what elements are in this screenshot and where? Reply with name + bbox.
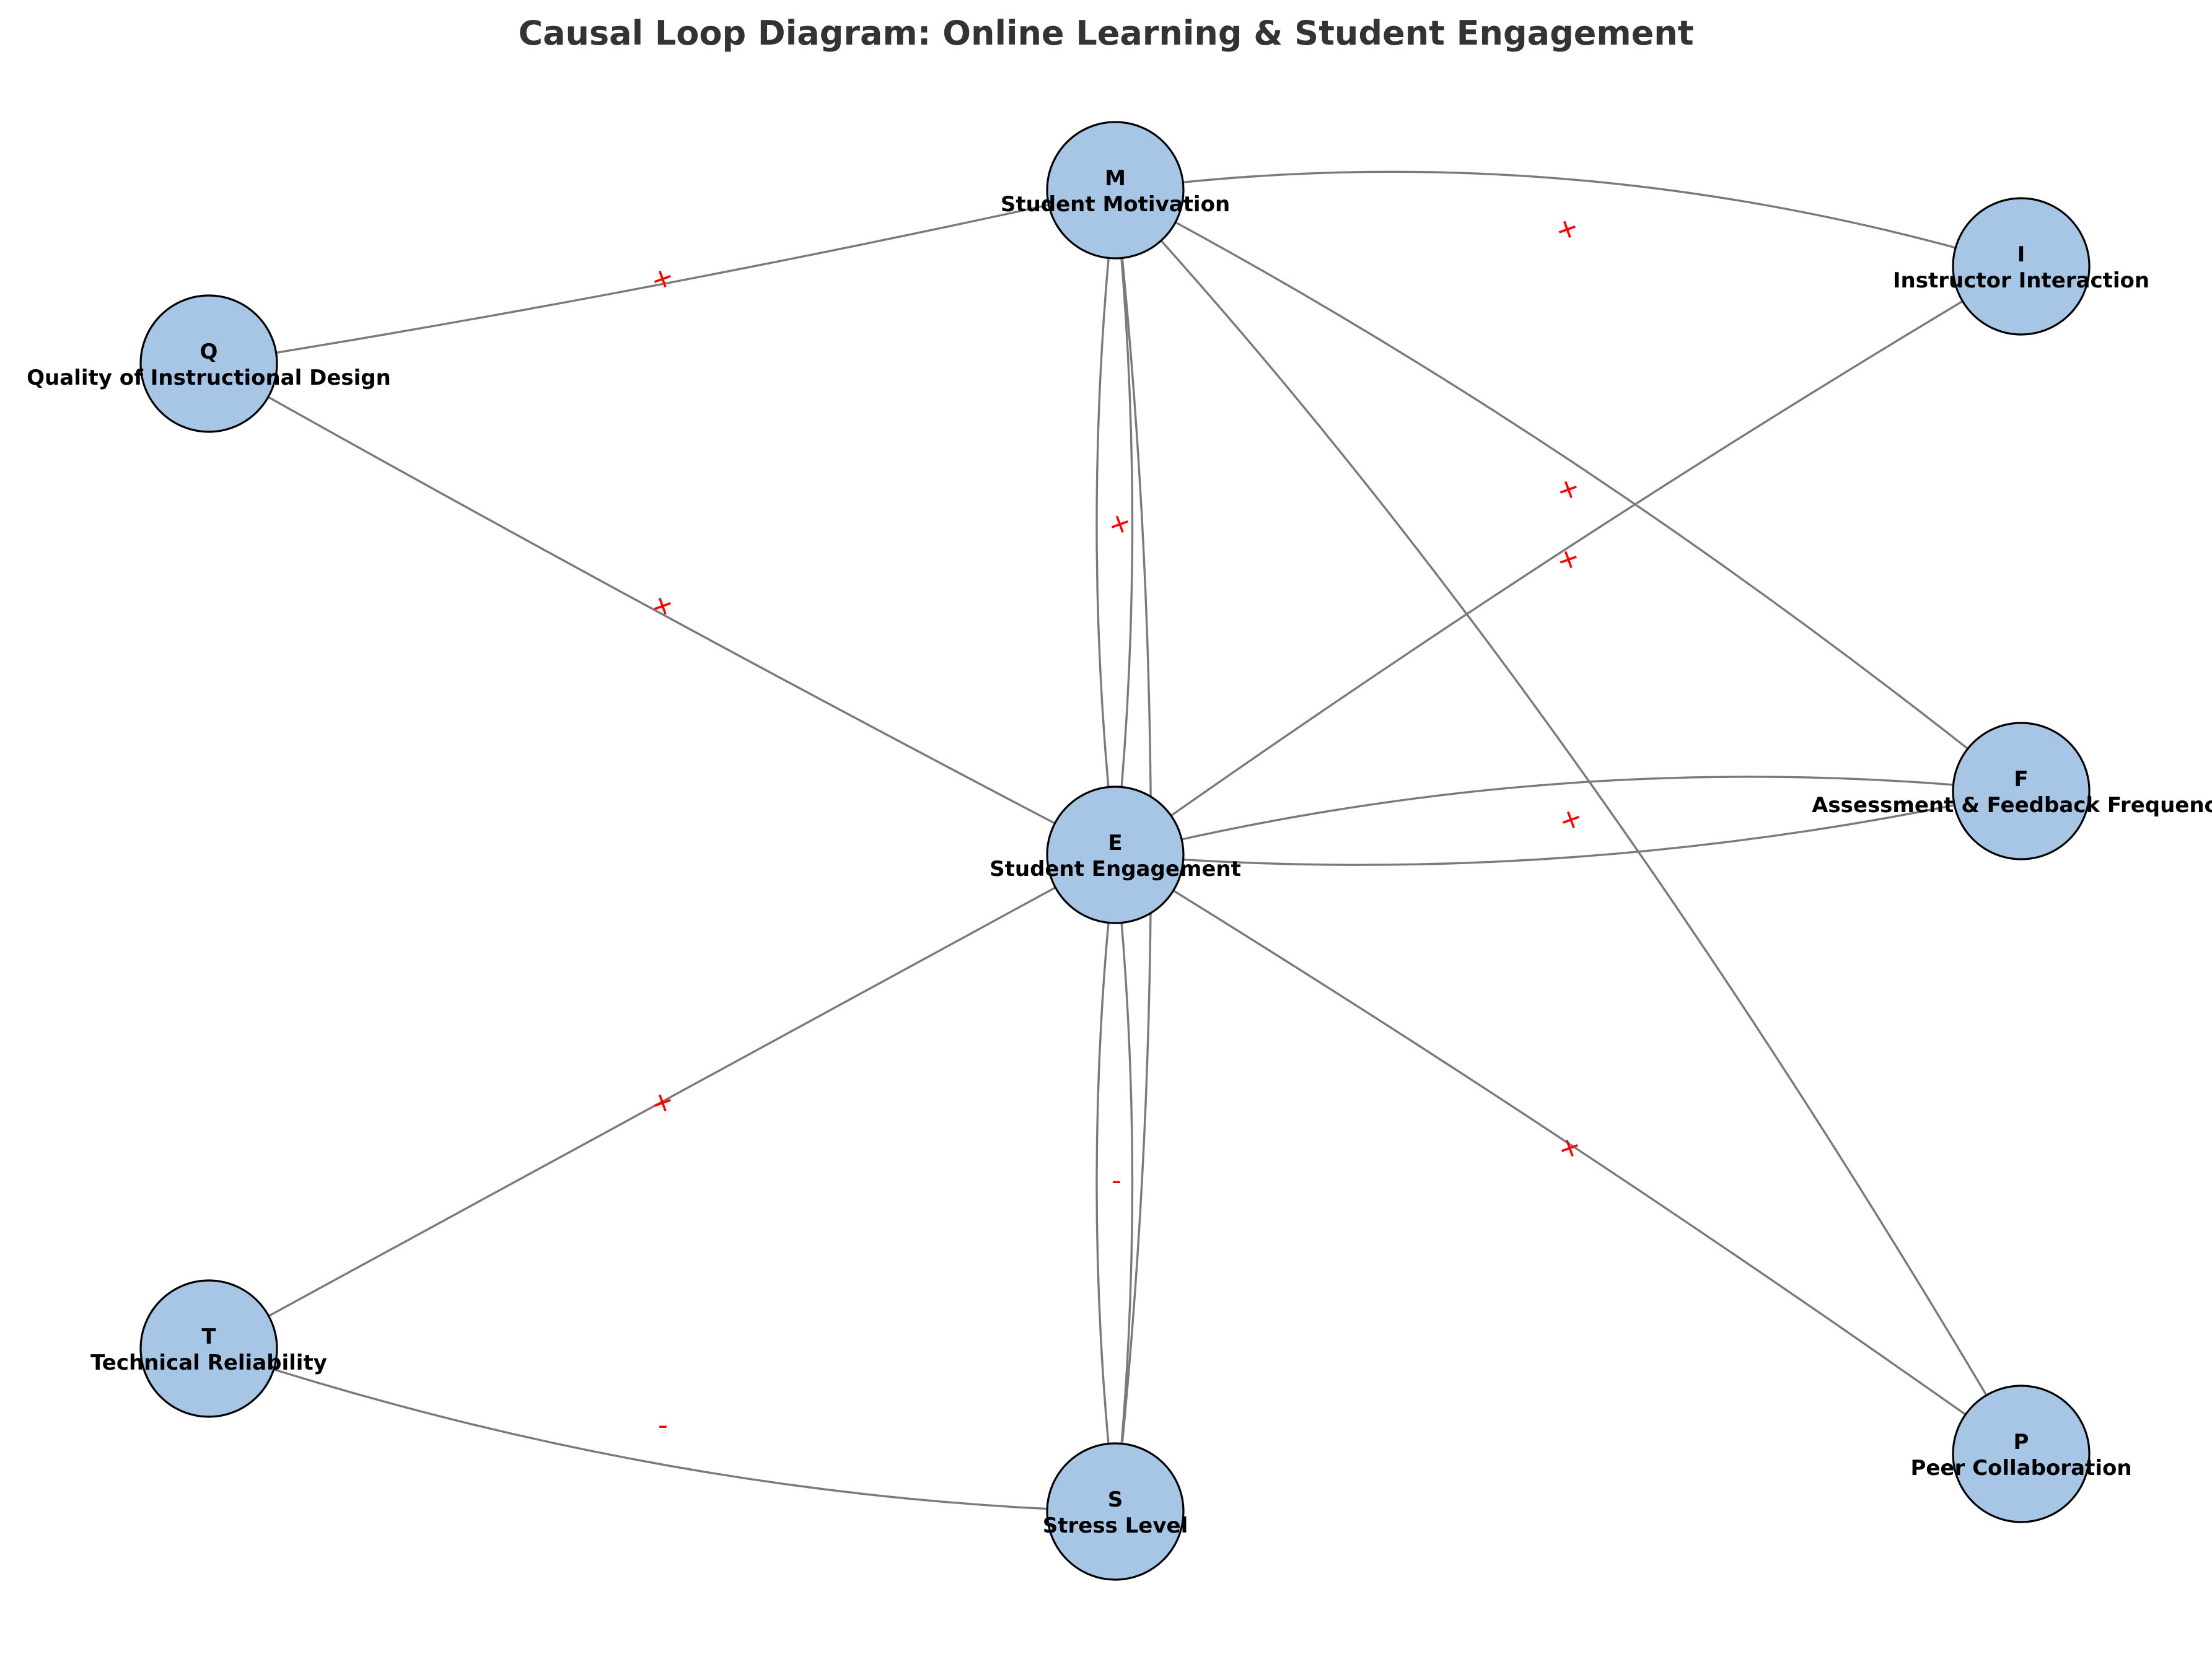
edge-f-to-e (1115, 790, 2022, 866)
node-id-label: M (1105, 166, 1126, 191)
polarity-positive: + (1553, 1129, 1586, 1166)
edge-m-to-i (1115, 170, 2022, 268)
polarity-positive: + (1555, 800, 1587, 838)
node-circle (1952, 197, 2091, 336)
polarity-positive: + (646, 260, 678, 297)
edge-e-to-p (1115, 854, 2022, 1455)
node-id-label: I (2017, 242, 2025, 267)
node-circle (139, 294, 278, 433)
node-name-label: Stress Level (1043, 1513, 1188, 1538)
polarity-negative: - (658, 1409, 668, 1441)
node-id-label: S (1108, 1487, 1123, 1512)
edge-e-to-m (1114, 190, 1134, 855)
edge-e-to-s (1095, 854, 1117, 1512)
node-id-label: P (2014, 1430, 2029, 1455)
edge-e-to-f (1115, 776, 2022, 856)
edge-m-to-p (1114, 189, 2022, 1455)
edge-m-to-e (1095, 190, 1117, 855)
node-id-label: F (2014, 767, 2028, 792)
edge-m-to-f (1115, 189, 2022, 792)
polarity-positive: + (646, 1083, 678, 1121)
edge-i-to-e (1115, 265, 2022, 856)
node-name-label: Peer Collaboration (1910, 1456, 2131, 1481)
edge-q-to-e (208, 362, 1116, 856)
polarity-positive: + (1551, 210, 1583, 248)
polarity-positive: + (1552, 540, 1584, 578)
polarity-negative: - (1112, 1165, 1121, 1196)
node-name-label: Student Engagement (990, 857, 1241, 882)
edge-t-to-e (208, 854, 1116, 1350)
node-circle (1952, 1385, 2091, 1523)
node-name-label: Quality of Instructional Design (27, 365, 391, 390)
node-circle (139, 1279, 278, 1418)
node-circle (1046, 1442, 1185, 1581)
edge-q-to-m (208, 189, 1116, 365)
node-name-label: Instructor Interaction (1893, 268, 2149, 293)
diagram-title: Causal Loop Diagram: Online Learning & S… (518, 14, 1693, 53)
node-name-label: Student Motivation (1001, 192, 1230, 217)
node-id-label: T (201, 1324, 216, 1349)
node-circle (1046, 785, 1185, 924)
node-name-label: Technical Reliability (90, 1350, 327, 1375)
node-name-label: Assessment & Feedback Frequency (1812, 793, 2212, 818)
edge-s-to-e (1114, 854, 1134, 1512)
edges-layer (208, 170, 2022, 1513)
polarity-positive: + (646, 587, 678, 624)
polarity-positive: + (1104, 505, 1136, 543)
node-id-label: E (1108, 831, 1122, 855)
node-circle (1046, 121, 1185, 260)
edge-t-to-s (208, 1347, 1116, 1513)
node-circle (1952, 722, 2091, 860)
polarity-positive: + (1552, 470, 1584, 508)
node-id-label: Q (200, 339, 218, 364)
